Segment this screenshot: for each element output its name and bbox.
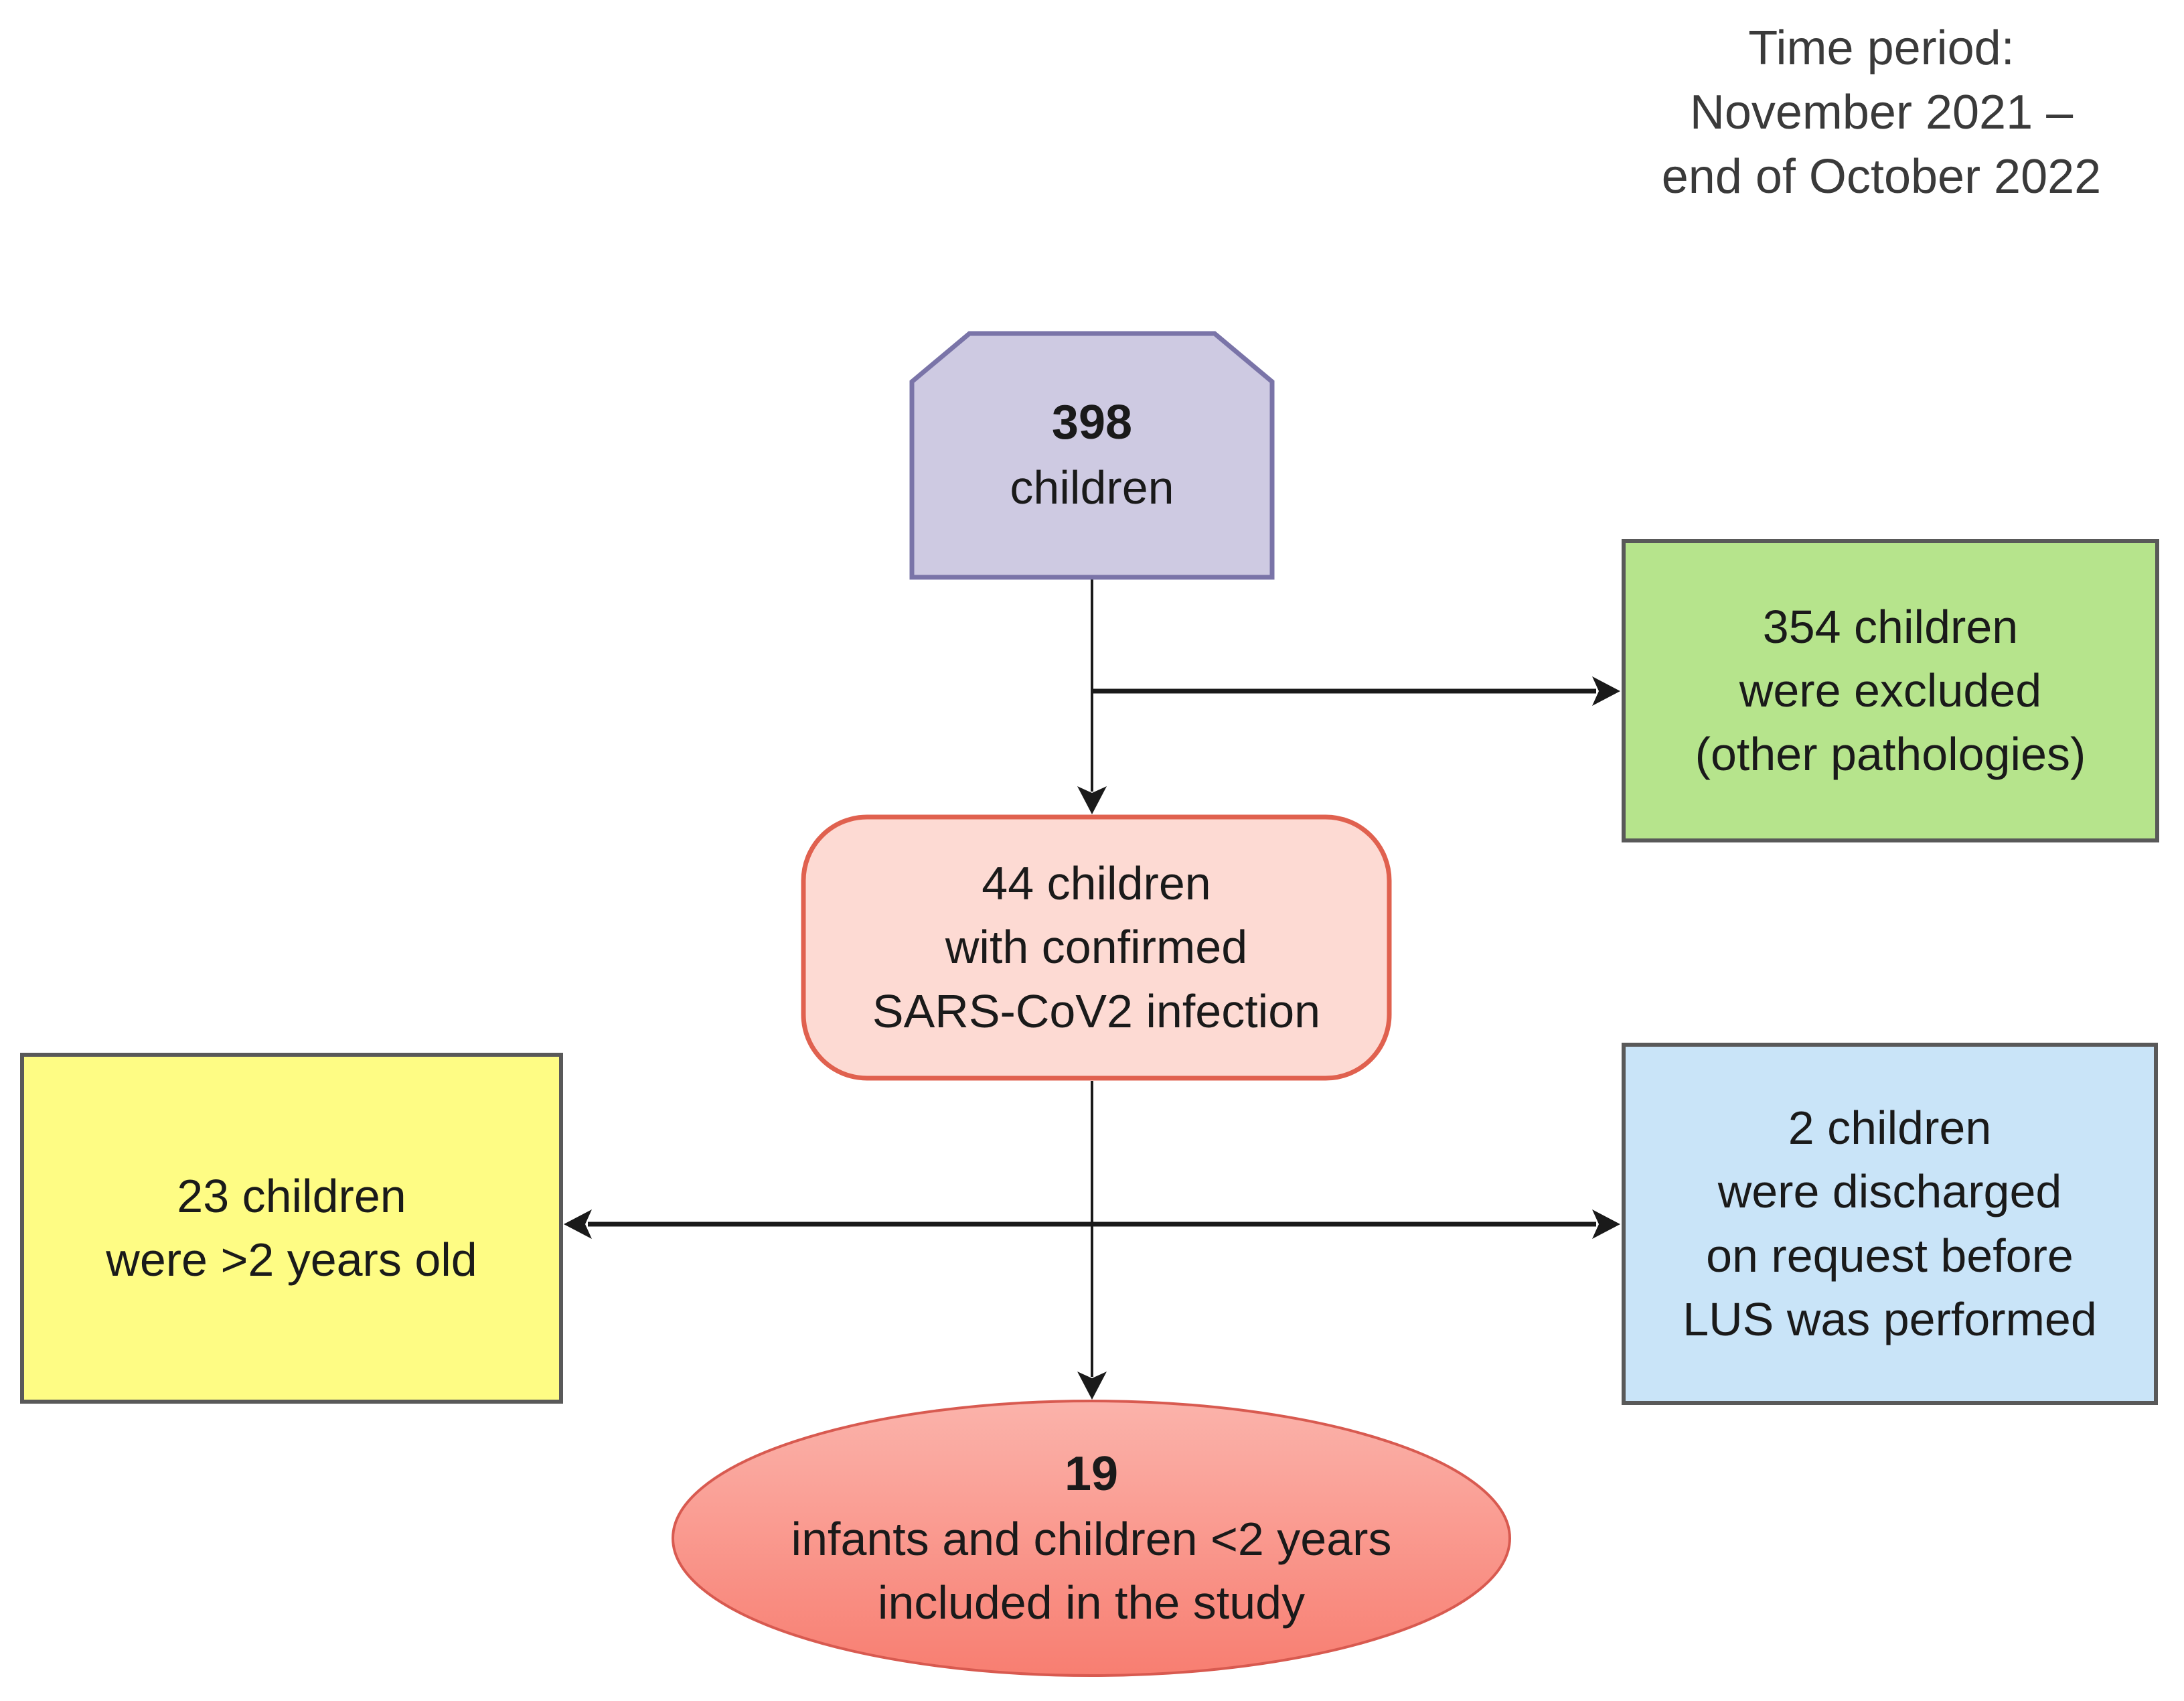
arrowhead-right-discharged [1592, 1209, 1620, 1239]
confirmed-node-text: 44 children with confirmed SARS-CoV2 inf… [872, 857, 1321, 1037]
discharged-node-shape [1622, 1043, 2158, 1405]
arrowhead-left-older [564, 1209, 592, 1239]
start-node-text: 398 children [912, 334, 1272, 577]
arrowhead-right-excluded [1592, 676, 1620, 706]
included-node-text: 19 infants and children <2 years include… [673, 1401, 1510, 1676]
older-node-text: 23 children were >2 years old [106, 1169, 477, 1286]
start-node-label: children [1010, 461, 1174, 514]
discharged-node-text: 2 children were discharged on request be… [1683, 1102, 2097, 1345]
confirmed-node-shape [801, 814, 1392, 1081]
arrowhead-down-included [1077, 1372, 1107, 1400]
included-node-shape [672, 1400, 1511, 1677]
excluded-node-shape [1622, 539, 2159, 842]
arrowhead-down-confirmed [1077, 786, 1107, 814]
included-node-number: 19 [1064, 1447, 1119, 1501]
start-node-shape [909, 331, 1275, 580]
excluded-node-text: 354 children were excluded (other pathol… [1695, 600, 2086, 781]
included-node-label: infants and children <2 years included i… [791, 1512, 1392, 1629]
time-period-annotation: Time period: November 2021 – end of Octo… [1661, 21, 2102, 204]
start-node-number: 398 [1051, 396, 1133, 450]
older-node-shape [20, 1053, 563, 1404]
